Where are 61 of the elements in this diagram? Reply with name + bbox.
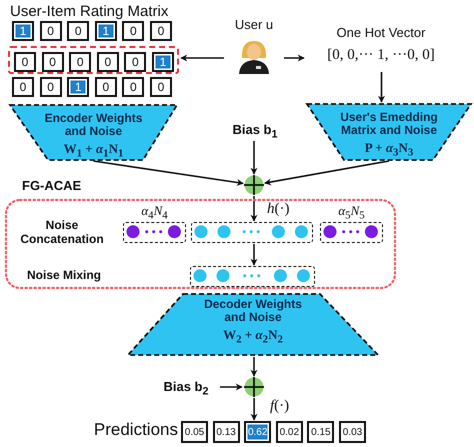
matrix-cell: 0.02 — [276, 421, 303, 443]
bias-label: Bias b$_{1}$ — [224, 120, 286, 140]
matrix-title: User-Item Rating Matrix — [10, 3, 170, 20]
edge-label: h(·) — [267, 202, 290, 217]
matrix-cell: 0 — [14, 52, 36, 72]
row-label: Noise Mixing — [26, 269, 102, 283]
matrix-cell: 0.13 — [212, 421, 240, 443]
arrow — [250, 196, 258, 222]
matrix-cell: 0 — [12, 77, 34, 97]
matrix-cell: 0.05 — [181, 421, 208, 443]
arrow — [250, 244, 258, 266]
decoder-trapezoid — [128, 293, 378, 356]
sum-circle — [244, 377, 264, 397]
vector-title: One Hot Vector — [336, 26, 426, 40]
matrix-cell: 0 — [96, 52, 119, 72]
highlighted-cell: 0.62 — [244, 421, 272, 443]
matrix-cell: 0.15 — [307, 421, 334, 443]
formula: W$_{2}$ + α$_{2}$N$_{2}$ — [222, 328, 284, 346]
matrix-cell: 0 — [69, 52, 92, 72]
arrow — [93, 160, 244, 186]
arrow — [250, 141, 258, 175]
matrix-cell: 0 — [94, 77, 117, 97]
matrix-cell: 0 — [40, 77, 62, 97]
arrow — [220, 384, 243, 390]
embedding-trapezoid — [307, 103, 471, 161]
matrix-cell: 0 — [122, 21, 144, 41]
arrow — [264, 160, 390, 186]
formula: P + α$_{3}$N$_{3}$ — [364, 141, 414, 160]
row-label: Noise Concatenation — [19, 219, 105, 247]
arrow — [250, 398, 258, 421]
matrix-cell: 0.03 — [339, 421, 366, 443]
output-label: Predictions — [92, 420, 178, 440]
matrix-cell: 0 — [124, 52, 146, 72]
noise-term: α$_{4}$N$_{4}$ — [140, 204, 169, 222]
trapezoid-title: Decoder Weights and Noise — [203, 298, 303, 324]
trapezoid-title: User's Emedding Matrix and Noise — [339, 111, 439, 138]
encoder-trapezoid — [10, 104, 177, 161]
sum-circle — [244, 175, 264, 195]
matrix-cell: 0 — [42, 52, 64, 72]
highlighted-cell: 1 — [12, 21, 34, 41]
highlighted-cell: 1 — [94, 21, 117, 41]
matrix-cell: 0 — [122, 77, 144, 97]
arrow — [180, 54, 224, 62]
one-hot-vector: [0, 0,··· 1, ···0, 0] — [326, 47, 436, 64]
edge-label: f(·) — [270, 399, 290, 414]
arrow — [378, 72, 385, 103]
highlighted-cell: 1 — [152, 52, 174, 72]
matrix-cell: 0 — [150, 21, 172, 41]
arrow — [250, 357, 258, 377]
arrow — [284, 54, 305, 62]
matrix-cell: 0 — [40, 21, 62, 41]
trapezoid-title: Encoder Weights and Noise — [44, 112, 144, 138]
region-title: FG-ACAE — [22, 179, 82, 194]
highlighted-cell: 1 — [67, 77, 90, 97]
user-label: User u — [234, 18, 274, 32]
matrix-cell: 0 — [150, 77, 172, 97]
matrix-cell: 0 — [67, 21, 90, 41]
highlighted-row-outline — [8, 46, 179, 74]
noise-term: α$_{5}$N$_{5}$ — [337, 204, 366, 222]
bias-label: Bias b$_{2}$ — [154, 377, 218, 397]
formula: W$_{1}$ + α$_{1}$N$_{1}$ — [62, 142, 124, 160]
